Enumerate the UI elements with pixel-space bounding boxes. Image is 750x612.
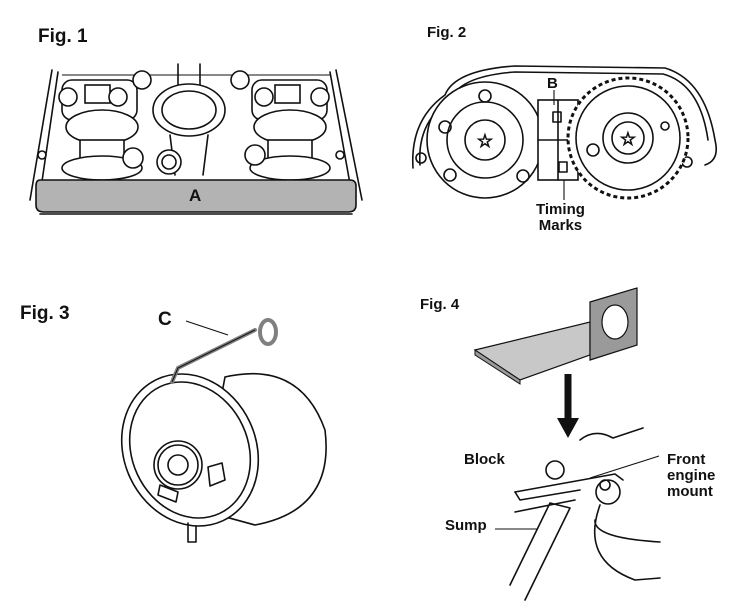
svg-text:☆: ☆ [477,131,493,151]
figure-3-title: Fig. 3 [20,303,70,324]
mount-line3: mount [667,482,713,500]
figure-1: Fig. 1 A [0,0,375,240]
bolt-icon [230,70,250,90]
callout-c: C [158,309,172,330]
bolt-icon [254,87,274,107]
bolt-icon [122,147,144,169]
figure-4-title: Fig. 4 [420,296,460,313]
svg-text:☆: ☆ [620,129,636,149]
plug-hole-icon [156,149,182,175]
bolt-icon [108,87,128,107]
flywheel-lock-drawing [473,287,661,601]
mount-line2: engine [667,466,716,484]
tensioner-pulley [120,373,260,527]
figure-2: Fig. 2 ☆ ☆ B Timing Marks [375,0,750,240]
figure-3: Fig. 3 C [0,280,375,612]
callout-timing-marks: Timing Marks [536,202,585,234]
timing-marks-line1: Timing [536,201,585,218]
camshaft-drawing [29,63,363,215]
figure-2-title: Fig. 2 [427,24,467,41]
bolt-icon [244,144,266,166]
callout-b: B [547,75,558,92]
callout-block: Block [464,451,505,468]
bolt-icon [132,70,152,90]
tool-mounting-hole [601,304,629,340]
mount-line1: Front [667,451,706,468]
setting-bar-tool [35,179,357,213]
bolt-icon [310,87,330,107]
tensioner-drawing [120,318,327,543]
callout-a: A [189,186,202,205]
timing-gears-drawing: ☆ ☆ [411,65,718,200]
figure-1-title: Fig. 1 [38,26,88,47]
callout-sump: Sump [445,517,487,534]
figure-4: Fig. 4 Block Front engine mount Sump [375,280,750,612]
bolt-icon [58,87,78,107]
callout-front-engine-mount: Front engine mount [667,452,715,499]
bolt-icon [545,460,565,480]
timing-marks-line2: Marks [538,216,583,234]
locking-tool [473,321,591,381]
bolt-icon [595,479,621,505]
